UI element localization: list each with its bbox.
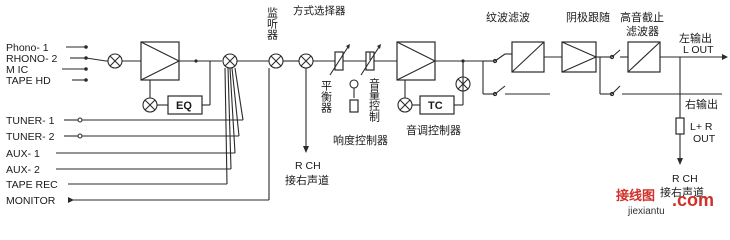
tone-feedback: TC 音调控制器 <box>397 61 464 137</box>
loudness-control: 响度控制器 <box>333 79 388 147</box>
input-phono2: RHONO- 2 <box>6 53 57 65</box>
rch-sub-1: 接右声道 <box>285 173 329 187</box>
mode-selector: 方式选择器 <box>293 4 346 153</box>
input-phono1: Phono- 1 <box>6 42 49 54</box>
right-output: 右输出 L+ R OUT R CH 接右声道 <box>660 93 722 199</box>
input-mic: M IC <box>6 64 29 76</box>
rch-sub-2: 接右声道 <box>660 185 704 199</box>
label-treble-cut-2: 滤波器 <box>626 25 659 38</box>
treble-cut-filter: 高音截止 滤波器 <box>599 10 681 97</box>
label-treble-cut-1: 高音截止 <box>620 10 664 24</box>
phono-preamp-block <box>140 41 222 81</box>
label-mode-selector: 方式选择器 <box>293 4 346 17</box>
watermark-cn: 接线图 <box>616 188 655 204</box>
balance-control: 平衡器 <box>320 44 366 114</box>
label-loudness: 响度控制器 <box>333 133 388 147</box>
watermark: 接线图 .com jiexiantu <box>616 188 714 217</box>
label-left-out-en: L OUT <box>683 44 714 56</box>
monitor-selector: 监听器 <box>266 7 299 69</box>
ripple-filter: 纹波滤波 <box>482 10 562 97</box>
label-ripple: 纹波滤波 <box>486 10 530 24</box>
mixer-1 <box>107 53 141 69</box>
input-tape-hd: TAPE HD <box>6 75 51 87</box>
input-monitor: MONITOR <box>6 195 56 207</box>
label-lr-2: OUT <box>693 133 716 145</box>
eq-feedback: EQ <box>142 61 211 115</box>
input-aux2: AUX- 2 <box>6 164 40 176</box>
rch-label-2: R CH <box>672 173 698 185</box>
label-volume: 音量控制 <box>368 77 381 122</box>
tone-amp-block <box>396 41 483 81</box>
watermark-en: jiexiantu <box>627 206 665 217</box>
aux-input-bus <box>56 67 270 203</box>
block-diagram: Phono- 1 RHONO- 2 M IC TAPE HD TUNER- 1 … <box>6 4 728 217</box>
label-right-out-cn: 右输出 <box>685 97 718 111</box>
label-tone: 音调控制器 <box>406 123 461 137</box>
input-tape-rec: TAPE REC <box>6 179 58 191</box>
left-output: 左输出 L OUT <box>679 31 728 60</box>
mixer-3 <box>455 61 471 92</box>
eq-label: EQ <box>176 100 192 112</box>
input-tuner1: TUNER- 1 <box>6 115 55 127</box>
input-tuner2: TUNER- 2 <box>6 131 55 143</box>
label-left-out-cn: 左输出 <box>679 31 712 45</box>
label-lr-1: L+ R <box>690 121 713 133</box>
volume-control: 音量控制 <box>360 44 397 122</box>
mixer-2 <box>222 53 269 69</box>
label-monitor-selector: 监听器 <box>266 7 279 41</box>
watermark-com: .com <box>672 190 714 210</box>
cathode-follower: 阴极跟随 <box>561 10 612 73</box>
tc-label: TC <box>428 100 443 112</box>
input-aux1: AUX- 1 <box>6 148 40 160</box>
label-cathode: 阴极跟随 <box>566 10 610 24</box>
label-balance: 平衡器 <box>320 80 333 114</box>
input-labels: Phono- 1 RHONO- 2 M IC TAPE HD TUNER- 1 … <box>6 42 58 207</box>
phono-selector <box>62 45 108 82</box>
rch-label-1: R CH <box>295 160 321 172</box>
